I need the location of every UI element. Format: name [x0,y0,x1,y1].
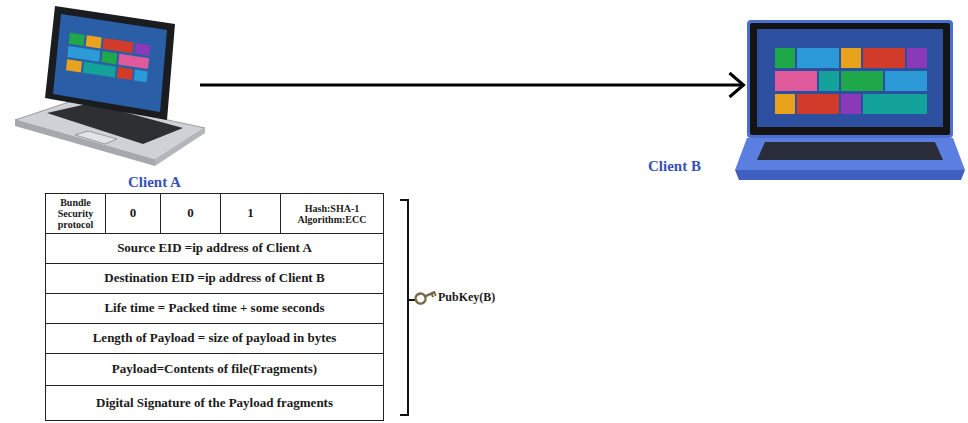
laptop-lid [747,20,953,138]
tile [863,48,905,68]
cell-text: Bundle Security protocol [49,197,102,230]
cell-text: Payload=Contents of file(Fragments) [112,362,317,376]
tile [117,67,133,80]
table-cell: 0 [160,193,221,234]
cell-text: 1 [247,206,254,220]
laptop-keyboard [757,142,943,160]
tile [118,54,149,69]
tile [841,94,861,114]
table-cell: Hash:SHA-1 Algorithm:ECC [280,193,384,234]
table-cell: Source EID =ip address of Client A [45,233,384,264]
client-label: Client B [648,158,701,175]
key-label: PubKey(B) [438,290,495,305]
tile [67,46,100,62]
laptop-bezel [750,23,950,135]
tile [69,33,85,46]
arrow-line [200,84,744,87]
cell-text: Life time = Packed time + some seconds [104,301,324,315]
table-cell: Digital Signature of the Payload fragmen… [45,385,384,421]
tile [885,71,927,91]
laptop-touchpad [75,131,117,144]
key-bit [431,293,433,297]
tile [841,71,883,91]
bracket [400,200,408,415]
tile [101,51,117,64]
cell-text: 0 [187,206,194,220]
tile [797,48,839,68]
laptop-front-edge [735,170,965,180]
laptop-screen [53,14,167,112]
tile [775,48,795,68]
tile [907,48,927,68]
cell-text: Digital Signature of the Payload fragmen… [96,396,333,410]
cell-text: Hash:SHA-1 Algorithm:ECC [284,203,380,225]
table-cell: Life time = Packed time + some seconds [45,293,384,324]
client-laptop: Client A [5,0,200,165]
tile [797,94,839,114]
cell-text: 0 [130,206,137,220]
arrow-head [730,73,744,97]
client-label: Client A [128,174,181,191]
tile [66,59,82,72]
cell-text: Length of Payload = size of payload in b… [93,331,337,345]
tile [134,43,150,56]
screen-tiles [775,48,927,114]
cell-text: Destination EID =ip address of Client B [104,271,324,285]
laptop-illustration [5,0,205,168]
tile [841,48,861,68]
tile [775,71,817,91]
laptop-illustration [735,18,965,190]
table-cell: 1 [220,193,281,234]
key-bow [414,292,427,305]
table-cell: Bundle Security protocol [45,193,106,234]
table-cell: Destination EID =ip address of Client B [45,263,384,294]
laptop-screen [757,29,943,127]
key-icon [414,287,437,305]
cell-text: Source EID =ip address of Client A [117,241,312,255]
tile [863,94,927,114]
client-laptop: Client B [745,18,965,188]
table-cell: Payload=Contents of file(Fragments) [45,353,384,386]
key-bit [434,292,436,296]
tile [86,35,102,48]
laptop-lid [45,6,175,120]
tile [819,71,839,91]
table-cell: Length of Payload = size of payload in b… [45,323,384,354]
tile [83,62,116,78]
key-shaft [425,292,435,297]
laptop-deck [735,138,965,170]
tile [103,38,134,53]
tile [775,94,795,114]
screen-tiles [66,33,150,83]
bracket-and-key [390,190,450,422]
transfer-arrow [200,73,744,97]
table-cell: 0 [105,193,161,234]
tile [134,70,148,83]
